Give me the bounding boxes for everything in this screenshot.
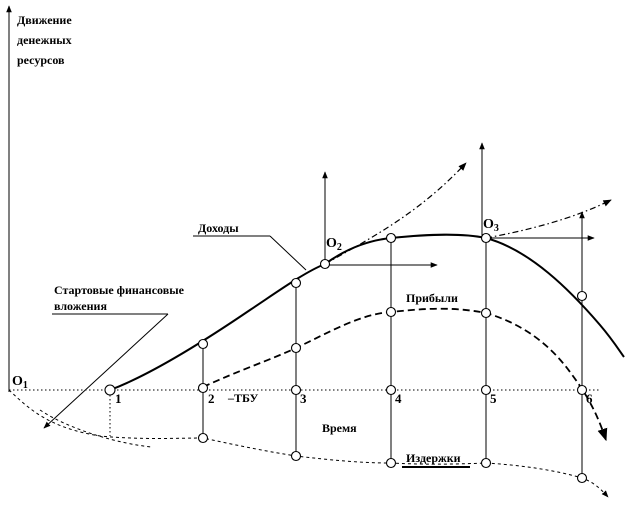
income-point-o3 [480, 232, 492, 244]
start-investment-label-line-1: Стартовые финансовые [54, 283, 185, 297]
income-label: Доходы [198, 221, 239, 235]
marker-points [104, 232, 588, 484]
time-mark-4: 4 [395, 391, 402, 406]
income-leader-d [269, 235, 307, 271]
costs-label: Издержки [406, 451, 461, 465]
time-mark-1: 1 [115, 391, 122, 406]
cost-point-3 [290, 450, 302, 462]
cost-point-2 [197, 432, 209, 444]
cost-point-4 [385, 457, 397, 469]
time-mark-3: 3 [300, 391, 307, 406]
profit-point-4 [385, 306, 397, 318]
start-leader-d [43, 313, 169, 429]
breakeven-label: –ТБУ [227, 391, 259, 405]
origin-label-sub: 1 [23, 380, 28, 391]
origin-label-main: O [12, 374, 23, 389]
o3-projection-curve [485, 199, 612, 239]
costs-curve [8, 389, 609, 498]
point-o3-label: O3 [483, 217, 499, 234]
profit-point-3 [290, 342, 302, 354]
income-projection-curve [324, 162, 467, 265]
point-5-axis [480, 384, 492, 396]
origin-label: O1 [12, 374, 28, 391]
time-mark-2: 2 [208, 391, 215, 406]
profit-curve [202, 307, 608, 442]
income-point-4 [385, 232, 397, 244]
profit-point-5 [480, 307, 492, 319]
point-o3-sub: 3 [494, 223, 499, 234]
point-2-axis [197, 382, 209, 394]
x-axis-label: Время [322, 421, 357, 435]
point-o2-label: O2 [326, 236, 342, 253]
cost-point-5 [480, 457, 492, 469]
y-axis-label-line-1: Движение [17, 13, 72, 27]
point-3-axis [290, 384, 302, 396]
time-mark-6: 6 [586, 391, 593, 406]
income-point-3 [290, 277, 302, 289]
point-1 [104, 384, 116, 396]
point-4-axis [385, 384, 397, 396]
start-loss-curve [39, 409, 153, 448]
income-curve [109, 233, 625, 391]
income-point-2 [197, 338, 209, 350]
y-axis-label: Движение денежных ресурсов [17, 13, 75, 67]
point-o3-main: O [483, 217, 494, 232]
point-o2-sub: 2 [337, 242, 342, 253]
time-mark-5: 5 [490, 391, 497, 406]
y-axis-label-line-3: ресурсов [17, 53, 65, 67]
cost-point-6 [576, 472, 588, 484]
y-axis-label-line-2: денежных [17, 33, 72, 47]
start-investment-label-line-2: вложения [54, 299, 107, 313]
point-o2-main: O [326, 236, 337, 251]
profit-label: Прибыли [406, 291, 458, 305]
income-point-6 [576, 290, 588, 302]
point-6-axis [576, 384, 588, 396]
income-point-o2 [319, 258, 331, 270]
